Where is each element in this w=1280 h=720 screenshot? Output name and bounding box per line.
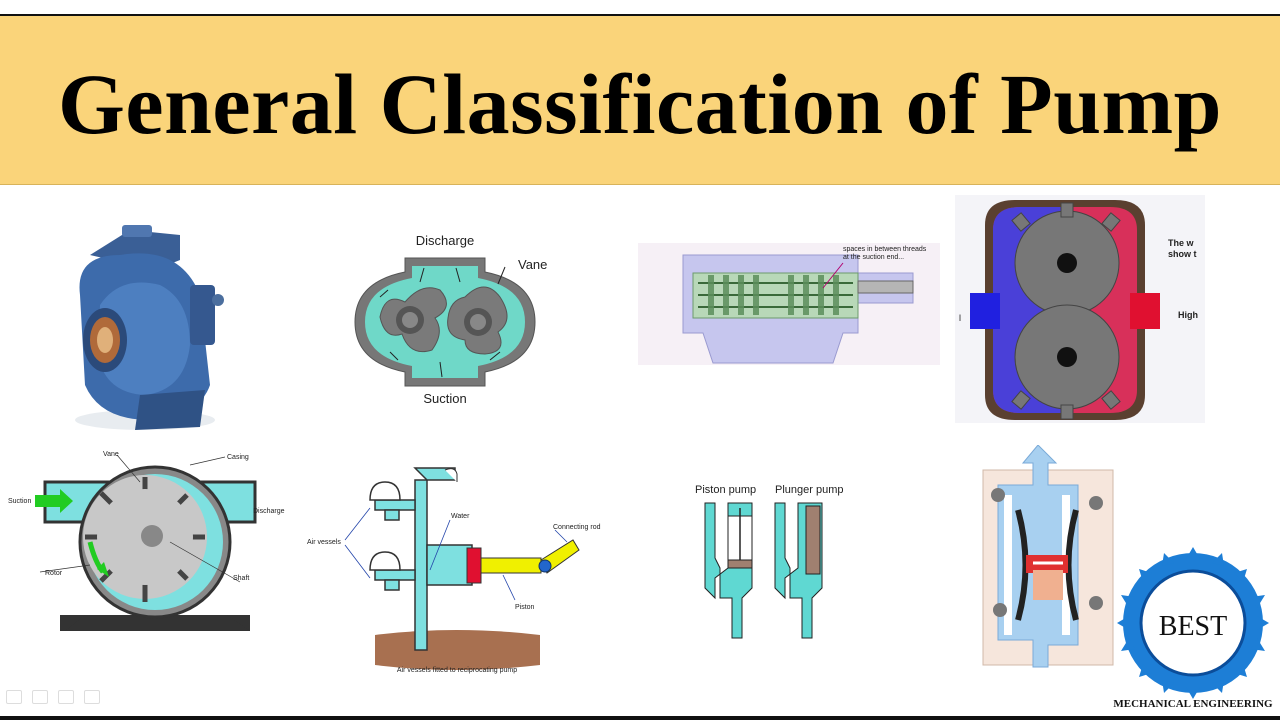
vane-label-rotor: Rotor [45, 570, 63, 577]
screw-note-line2: at the suction end... [843, 254, 904, 261]
recip-caption: Air vessels fitted to reciprocating pump [397, 667, 517, 674]
water-label: Water [451, 513, 470, 520]
next-slide-icon[interactable] [84, 690, 100, 704]
connecting-rod-label: Connecting rod [553, 524, 601, 531]
vane-pump-diagram: Vane Casing Suction Discharge Rotor Shaf… [5, 447, 290, 637]
best-mechanical-engineering-logo: BEST MECHANICAL ENGINEERING [1108, 545, 1280, 715]
vane-label-vane: Vane [103, 451, 119, 458]
vane-label-casing: Casing [227, 454, 249, 461]
slide-control-icons[interactable] [6, 690, 110, 710]
logo-caption: MECHANICAL ENGINEERING [1113, 698, 1273, 710]
discharge-label: Discharge [416, 233, 475, 248]
gear-high-label: High [1178, 310, 1198, 320]
gear-pump-diagram: The w show t High l [955, 195, 1205, 423]
title-banner [0, 16, 1280, 185]
top-border-line [0, 14, 1280, 16]
page-title: General Classification of Pump [58, 56, 1222, 152]
pen-icon[interactable] [6, 690, 22, 704]
piston-plunger-pump-diagram: Piston pump Plunger pump [690, 478, 860, 643]
menu-icon[interactable] [58, 690, 74, 704]
vane-label-shaft: Shaft [233, 575, 249, 582]
logo-text: BEST [1159, 611, 1227, 642]
vane-label: Vane [518, 257, 547, 272]
reciprocating-pump-diagram: Air vessels Water Connecting rod Piston … [305, 460, 615, 680]
gear-note-line1: The w [1168, 238, 1195, 248]
screw-pump-diagram: spaces in between threads at the suction… [638, 243, 940, 365]
lobe-pump-diagram: Discharge Vane Suction [340, 222, 560, 412]
piston-pump-label: Piston pump [695, 484, 756, 496]
centrifugal-pump-image [60, 215, 230, 435]
vane-label-suction: Suction [8, 498, 31, 505]
vane-label-discharge: Discharge [253, 508, 285, 515]
bottom-border-line [0, 716, 1280, 720]
diaphragm-pump-diagram [978, 445, 1118, 670]
piston-label: Piston [515, 604, 535, 611]
pointer-icon[interactable] [32, 690, 48, 704]
suction-label: Suction [423, 391, 466, 406]
plunger-pump-label: Plunger pump [775, 484, 844, 496]
air-vessels-label: Air vessels [307, 539, 341, 546]
gear-note-line2: show t [1168, 249, 1197, 259]
gear-low-label: l [959, 313, 961, 323]
screw-note-line1: spaces in between threads [843, 246, 927, 253]
